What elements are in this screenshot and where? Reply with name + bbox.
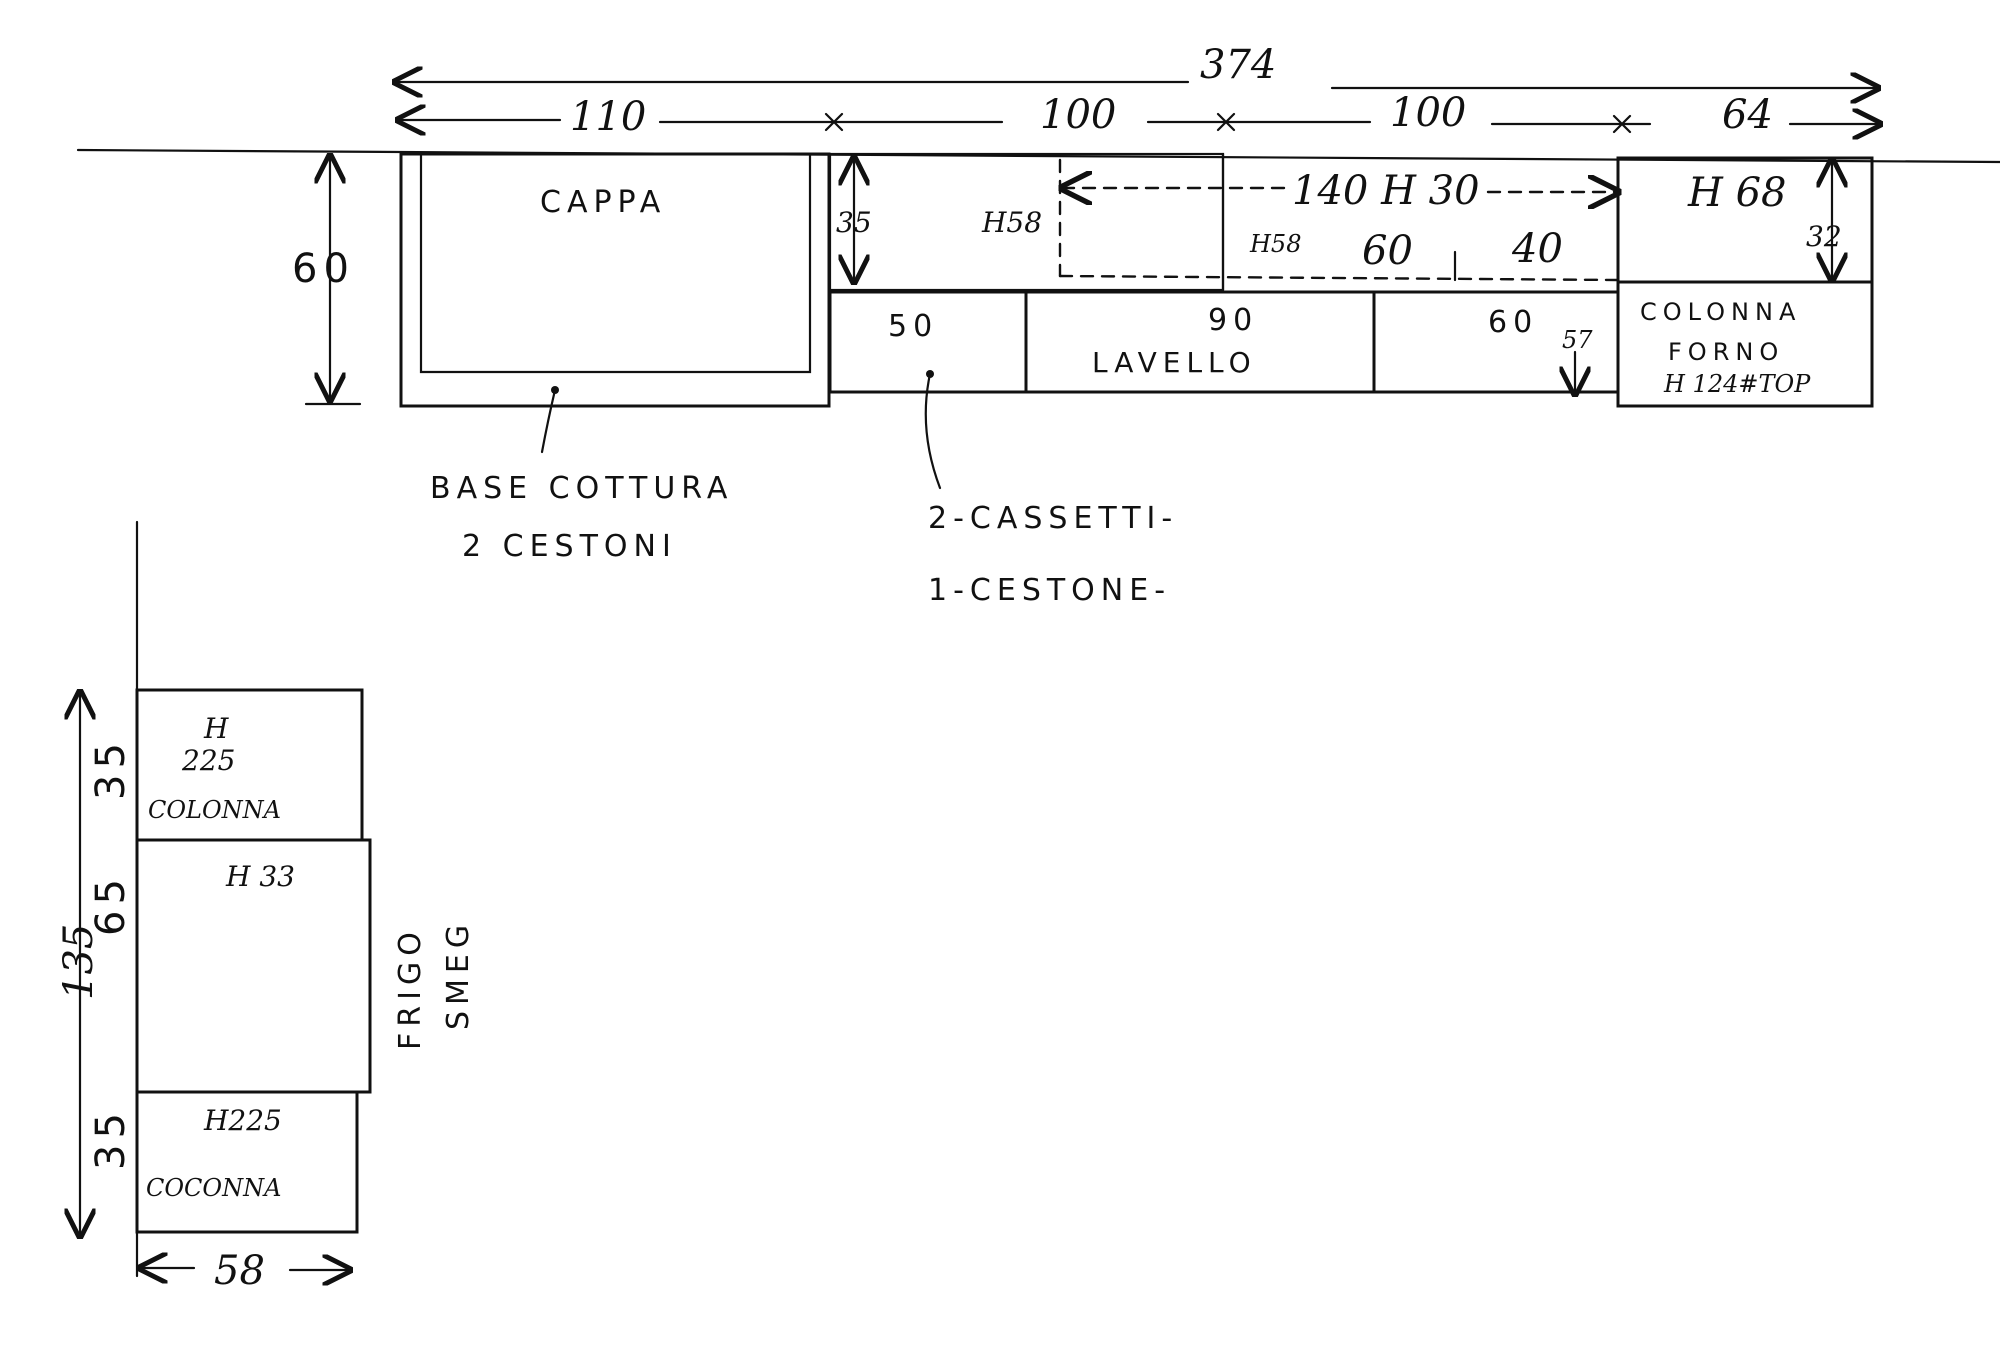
hood-label: CAPPA (540, 185, 666, 220)
side-fridge-h: H 33 (225, 860, 295, 893)
base-cottura-label: BASE COTTURA (430, 471, 733, 506)
side-total-label: 135 (56, 924, 102, 1000)
hood-inner-outline (419, 152, 812, 374)
h32-label: 32 (1806, 220, 1842, 253)
cooktop-unit: CAPPA (399, 152, 831, 454)
cassetti-label: 2-CASSETTI- (928, 501, 1178, 536)
wall-line (76, 148, 2000, 164)
side-bottom-h: H225 (203, 1104, 282, 1137)
h57-label: 57 (1562, 326, 1593, 354)
side-bottom-colonna: COCONNA (146, 1174, 281, 1202)
side-top-h: H (203, 712, 229, 745)
top-dimensions: 374 110 100 100 64 (395, 42, 1880, 140)
h58-b-label: H58 (1249, 230, 1301, 258)
h58-a-label: H58 (981, 206, 1042, 239)
h35-label: 35 (836, 206, 872, 239)
tick-mark-1 (824, 112, 844, 132)
oven-height-label: H 124#TOP (1663, 370, 1811, 398)
dashed-bottom (1058, 274, 1620, 282)
side-seg-35-bottom: 35 (88, 1107, 134, 1170)
drawer-pointer-line (924, 372, 942, 490)
tick-mark-2 (1216, 112, 1236, 132)
side-smeg-label: SMEG (441, 919, 476, 1030)
depth-dimension: 60 (292, 156, 362, 406)
w50-label: 50 (888, 309, 938, 344)
cestoni-label: 2 CESTONI (462, 529, 677, 564)
sink-label: LAVELLO (1092, 346, 1257, 379)
side-top-h-value: 225 (181, 744, 235, 777)
side-seg-65: 65 (88, 873, 134, 936)
h68-label: H 68 (1687, 170, 1787, 216)
side-width-label: 58 (214, 1248, 265, 1294)
w60-label: 60 (1488, 305, 1538, 340)
tick-mark-3 (1612, 114, 1632, 134)
cestone-label: 1-CESTONE- (928, 573, 1171, 608)
seg-100-b-label: 100 (1390, 90, 1466, 136)
oven-colonna-label: COLONNA (1640, 298, 1801, 326)
side-seg-35-top: 35 (88, 737, 134, 800)
cooktop-pointer-line (540, 388, 557, 454)
oven-forno-label: FORNO (1668, 338, 1784, 366)
sink-section: 35 H58 140 H 30 H58 60 40 50 90 LAVELLO … (828, 152, 1620, 490)
seg-100-a-label: 100 (1040, 92, 1116, 138)
oven-column: H 68 32 COLONNA FORNO H 124#TOP (1616, 156, 1874, 408)
depth-label: 60 (292, 246, 355, 292)
seg-110-label: 110 (570, 94, 646, 140)
total-width-label: 374 (1200, 42, 1276, 88)
side-frigo-label: FRIGO (393, 926, 428, 1050)
side-run: H 225 COLONNA H 33 FRIGO SMEG H225 COCON… (56, 520, 476, 1294)
dashed-span-label: 140 H 30 (1292, 168, 1480, 214)
split-40-label: 40 (1511, 226, 1563, 272)
seg-64-label: 64 (1722, 92, 1773, 138)
split-60-label: 60 (1362, 228, 1413, 274)
w90-label: 90 (1208, 303, 1258, 338)
side-bottom-column (135, 1090, 359, 1234)
top-annotations: BASE COTTURA 2 CESTONI 2-CASSETTI- 1-CES… (430, 471, 1178, 608)
side-top-colonna: COLONNA (148, 796, 281, 824)
